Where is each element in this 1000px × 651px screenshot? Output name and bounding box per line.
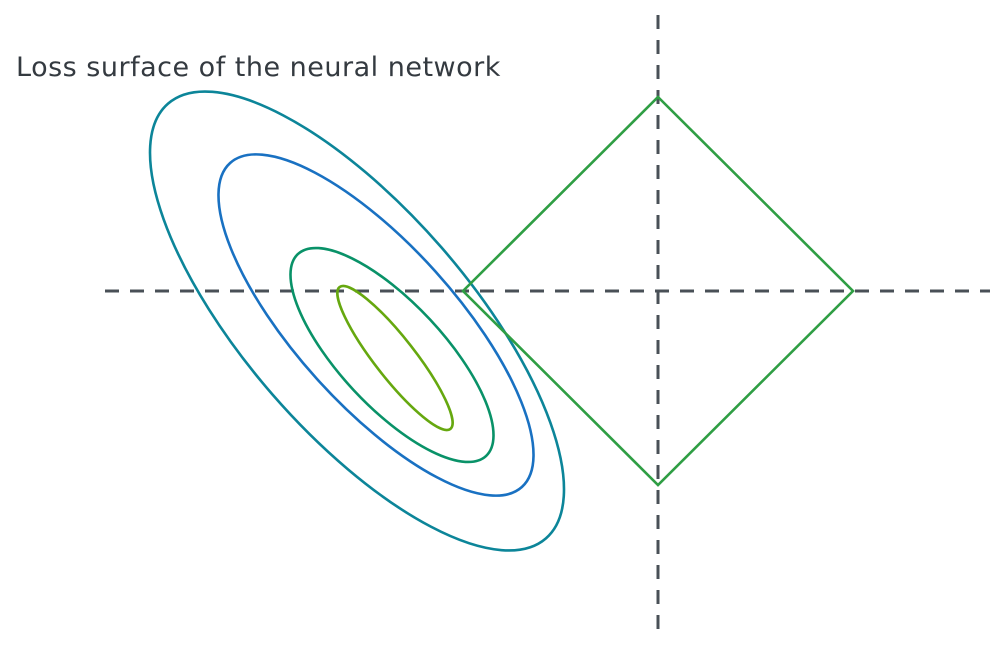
- loss-contour-outer: [148, 90, 566, 552]
- constraint-diamond: [461, 95, 855, 487]
- loss-contour-3: [289, 246, 495, 464]
- loss-contour-inner: [336, 284, 454, 432]
- loss-contour-2: [217, 153, 535, 497]
- diagram-title: Loss surface of the neural network: [16, 52, 501, 83]
